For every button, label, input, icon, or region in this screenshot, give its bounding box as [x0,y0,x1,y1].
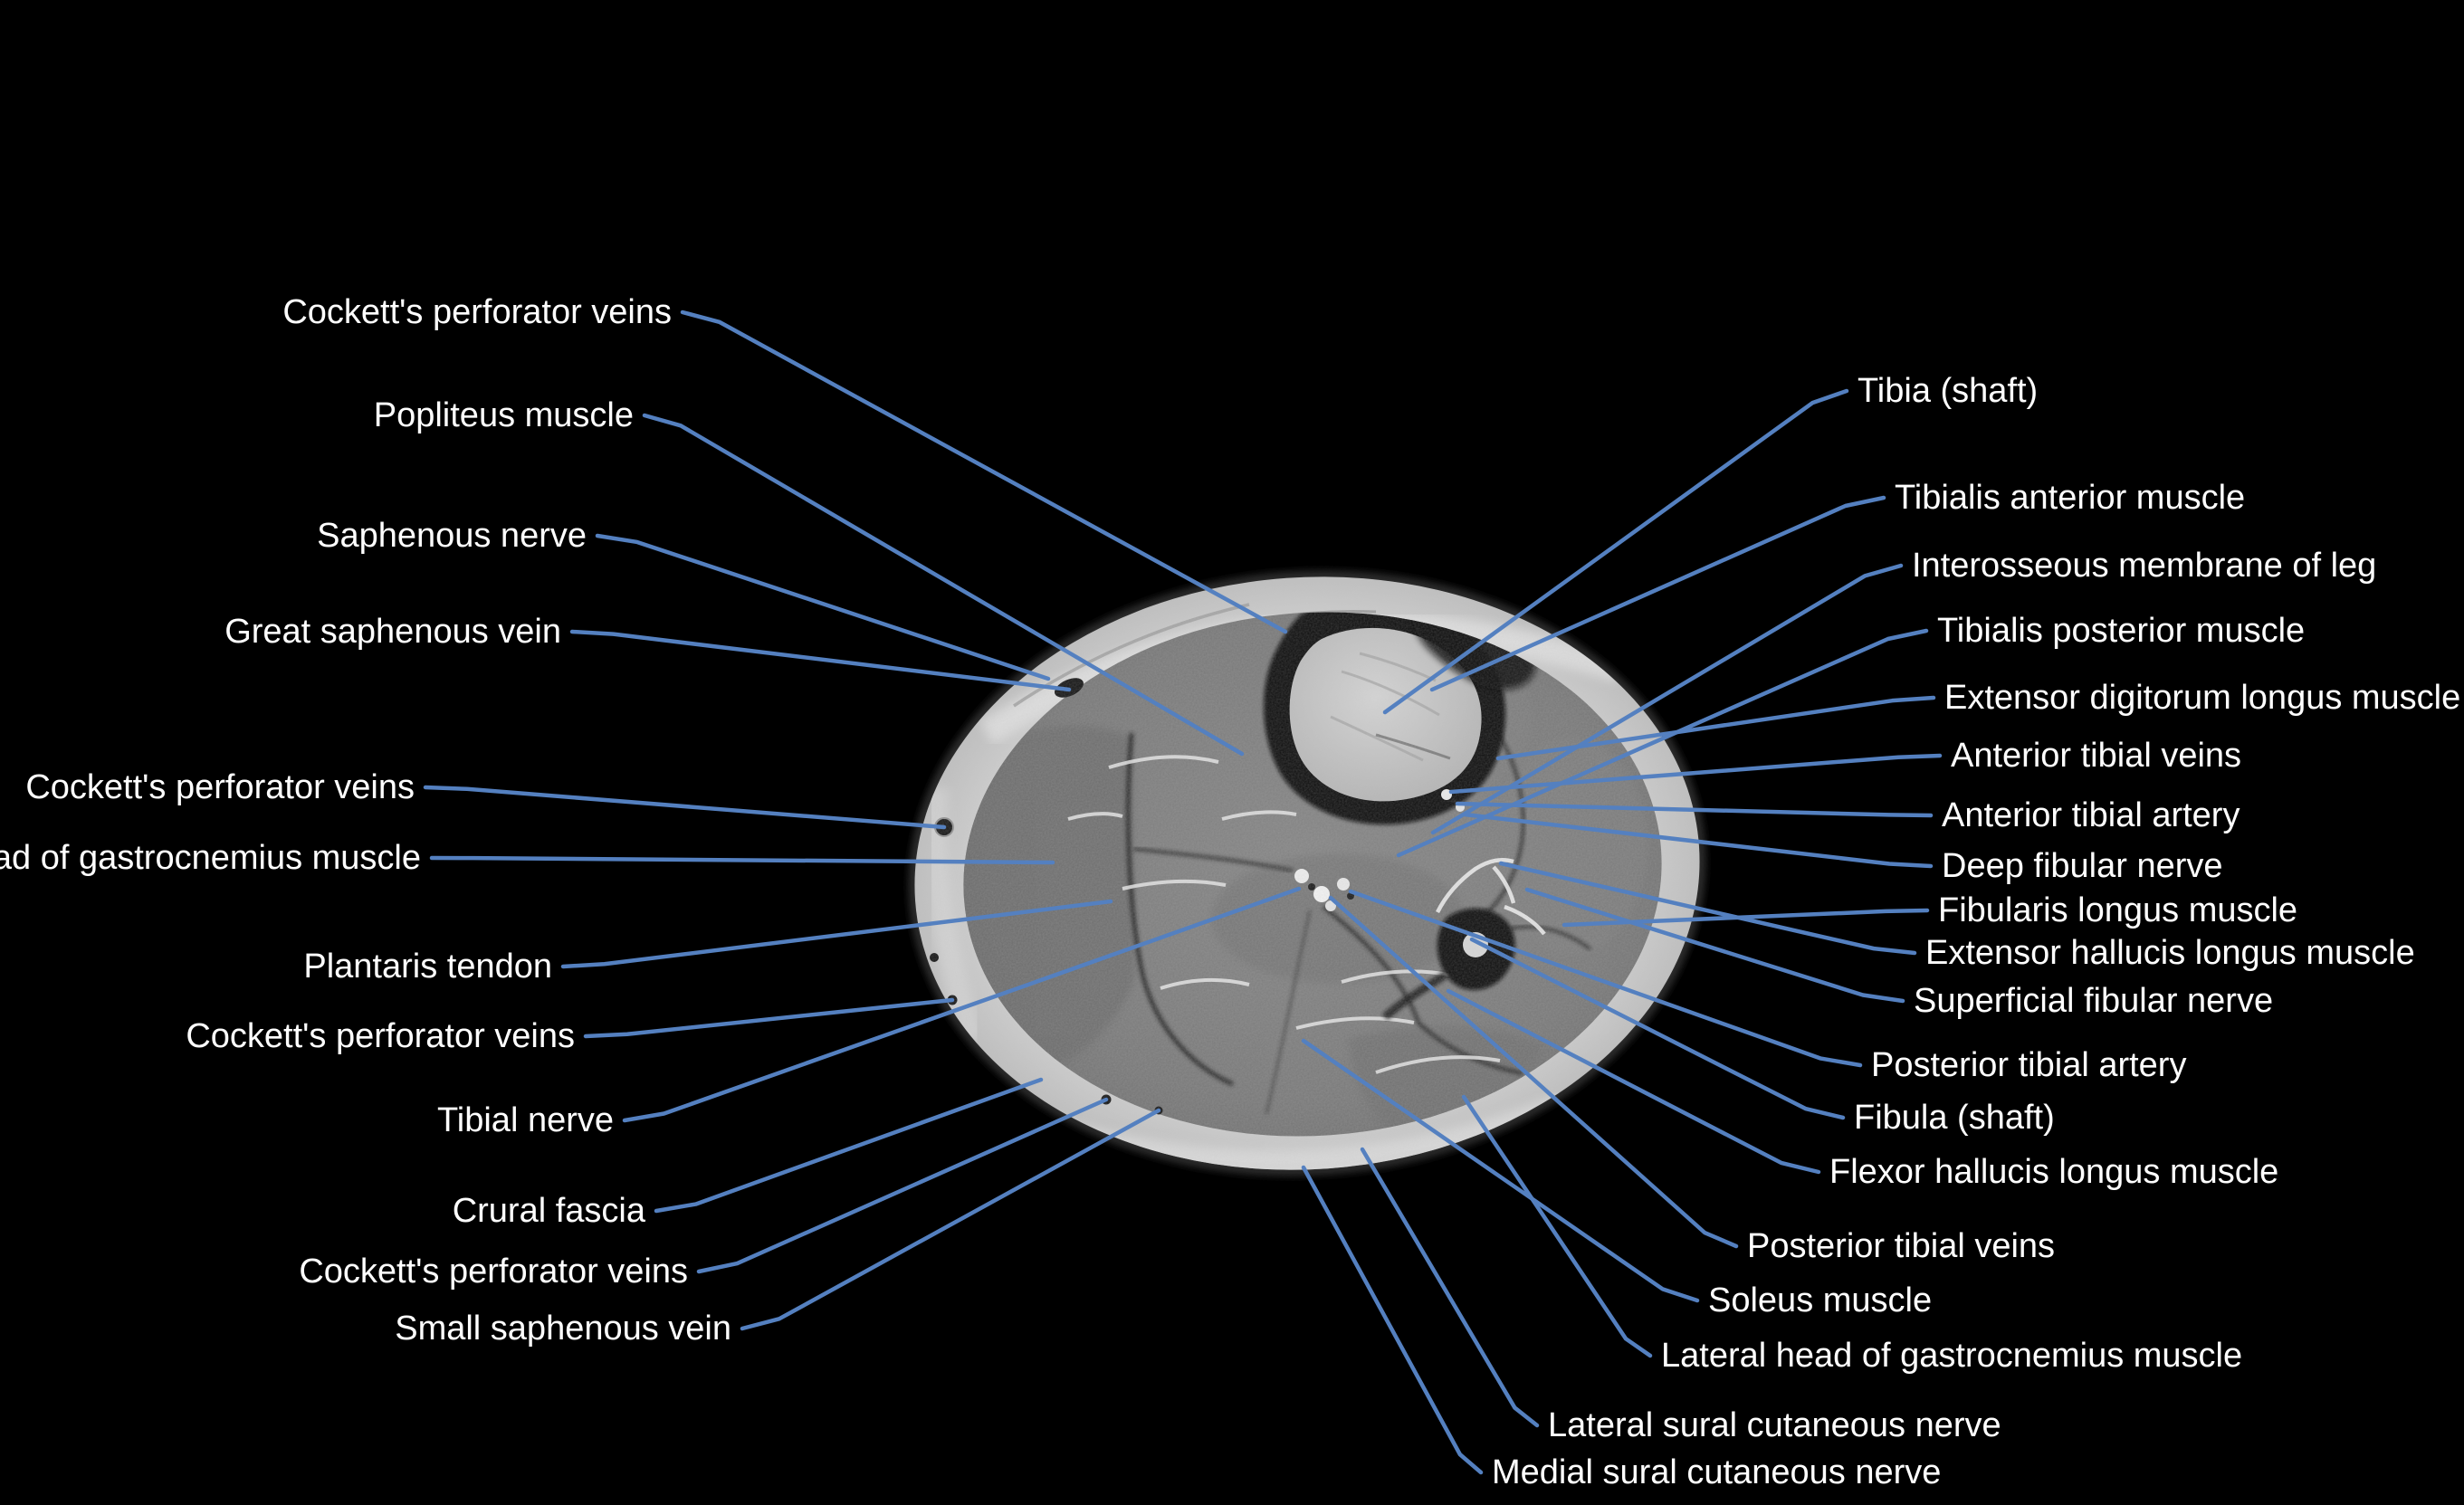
leader-line-right-15 [1328,895,1739,1249]
label-left-8[interactable]: Cockett's perforator veins [186,1017,575,1055]
leader-line-right-16 [1301,1038,1700,1303]
label-right-16[interactable]: Soleus muscle [1708,1281,1932,1319]
label-right-3[interactable]: Interosseous membrane of leg [1912,547,2376,585]
leader-line-left-5 [423,785,947,830]
label-right-10[interactable]: Extensor hallucis longus muscle [1925,934,2415,972]
label-right-17[interactable]: Lateral head of gastrocnemius muscle [1661,1337,2242,1375]
leader-line-right-14 [1446,988,1821,1175]
leader-line-right-10 [1498,861,1917,956]
leader-line-left-4 [569,629,1072,692]
leader-line-right-11 [1524,887,1905,1004]
label-right-14[interactable]: Flexor hallucis longus muscle [1829,1153,2278,1191]
leader-line-left-2 [642,413,1245,757]
label-right-8[interactable]: Deep fibular nerve [1942,847,2223,885]
leader-line-right-18 [1360,1147,1540,1428]
leader-line-right-9 [1561,908,1930,928]
label-left-2[interactable]: Popliteus muscle [374,396,634,434]
leader-line-left-12 [740,1108,1161,1331]
leader-line-left-10 [654,1077,1044,1214]
label-right-7[interactable]: Anterior tibial artery [1942,796,2240,834]
leader-line-right-6 [1448,753,1943,795]
label-left-10[interactable]: Crural fascia [453,1192,646,1230]
label-left-12[interactable]: Small saphenous vein [395,1310,731,1348]
leader-line-left-3 [595,533,1051,681]
label-left-11[interactable]: Cockett's perforator veins [299,1253,688,1291]
label-left-6[interactable]: Medial head of gastrocnemius muscle [0,839,421,877]
label-left-3[interactable]: Saphenous nerve [317,517,587,555]
leader-line-right-5 [1495,695,1936,761]
leader-line-right-8 [1462,812,1934,869]
label-right-1[interactable]: Tibia (shaft) [1858,372,2038,410]
label-right-12[interactable]: Posterior tibial artery [1871,1046,2186,1084]
leader-line-left-1 [680,310,1288,634]
leader-line-left-11 [696,1097,1109,1274]
label-right-5[interactable]: Extensor digitorum longus muscle [1944,679,2460,717]
label-right-19[interactable]: Medial sural cutaneous nerve [1492,1453,1941,1491]
leader-line-left-6 [429,855,1055,865]
leader-line-right-3 [1430,563,1904,835]
label-right-2[interactable]: Tibialis anterior muscle [1895,479,2245,517]
label-right-13[interactable]: Fibula (shaft) [1854,1099,2055,1137]
label-right-15[interactable]: Posterior tibial veins [1747,1227,2055,1265]
leader-line-right-17 [1461,1094,1653,1358]
label-left-4[interactable]: Great saphenous vein [224,613,561,651]
leader-line-right-2 [1429,495,1886,692]
leader-line-right-7 [1455,801,1934,818]
label-left-5[interactable]: Cockett's perforator veins [25,768,415,806]
leader-line-right-1 [1382,388,1849,715]
label-right-6[interactable]: Anterior tibial veins [1951,737,2241,775]
label-left-7[interactable]: Plantaris tendon [303,948,552,986]
leader-line-right-13 [1469,937,1846,1120]
label-right-9[interactable]: Fibularis longus muscle [1938,891,2297,929]
leader-line-left-9 [622,886,1302,1123]
label-right-18[interactable]: Lateral sural cutaneous nerve [1548,1406,2001,1444]
leader-line-right-19 [1301,1165,1484,1475]
label-right-4[interactable]: Tibialis posterior muscle [1937,612,2305,650]
leader-line-left-7 [560,899,1113,969]
leader-line-left-8 [583,997,955,1039]
label-left-9[interactable]: Tibial nerve [437,1101,614,1139]
label-right-11[interactable]: Superficial fibular nerve [1914,982,2273,1020]
leader-line-right-4 [1396,628,1929,858]
leader-line-right-12 [1348,889,1863,1068]
label-left-1[interactable]: Cockett's perforator veins [282,293,672,331]
